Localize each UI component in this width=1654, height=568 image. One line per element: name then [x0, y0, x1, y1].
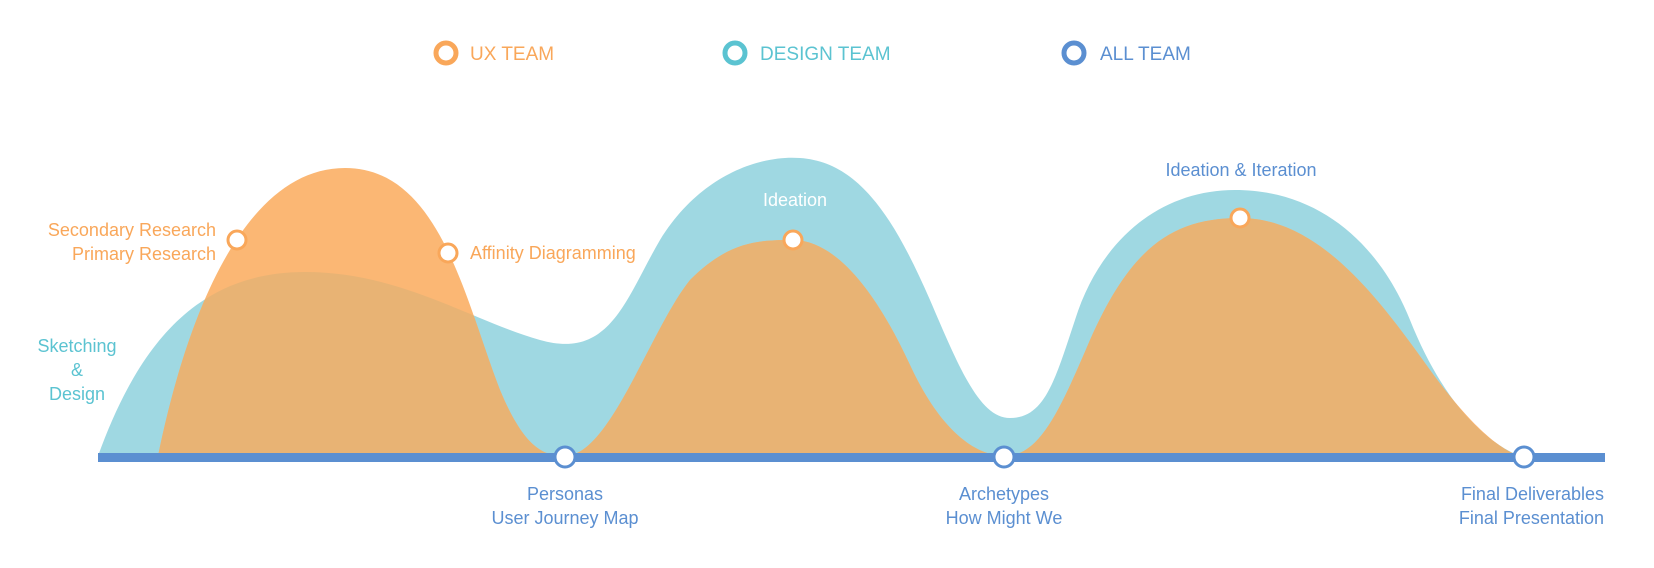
legend-item-all[interactable]: ALL TEAM	[1061, 40, 1191, 66]
design-team-marker-icon	[722, 40, 748, 66]
label-ideation: Ideation	[763, 190, 827, 210]
ideation-iteration-marker-icon[interactable]	[1229, 207, 1251, 229]
milestone-marker-icon[interactable]	[553, 445, 577, 469]
milestone-3-line1: Final Deliverables	[1461, 484, 1604, 504]
milestone-2[interactable]: Archetypes How Might We	[946, 445, 1063, 528]
overlap-area	[158, 168, 1520, 456]
milestone-1-line1: Personas	[527, 484, 603, 504]
milestone-1-line2: User Journey Map	[491, 508, 638, 528]
legend: UX TEAM DESIGN TEAM ALL TEAM	[433, 40, 1191, 66]
label-design: Design	[49, 384, 105, 404]
legend-label-all: ALL TEAM	[1100, 44, 1191, 65]
timeline-baseline	[98, 453, 1605, 462]
research-marker-icon[interactable]	[226, 229, 248, 251]
label-sketching: Sketching	[37, 336, 116, 356]
legend-label-design: DESIGN TEAM	[760, 44, 891, 65]
label-primary-research: Primary Research	[72, 244, 216, 264]
milestone-2-line1: Archetypes	[959, 484, 1049, 504]
label-secondary-research: Secondary Research	[48, 220, 216, 240]
ideation-marker-icon[interactable]	[782, 229, 804, 251]
milestone-3[interactable]: Final Deliverables Final Presentation	[1459, 445, 1604, 528]
milestone-marker-icon[interactable]	[1512, 445, 1536, 469]
label-sketching-amp: &	[71, 360, 83, 380]
legend-item-design[interactable]: DESIGN TEAM	[722, 40, 891, 66]
legend-label-ux: UX TEAM	[470, 44, 554, 65]
legend-item-ux[interactable]: UX TEAM	[433, 40, 554, 66]
all-team-marker-icon	[1061, 40, 1087, 66]
affinity-marker-icon[interactable]	[437, 242, 459, 264]
milestone-marker-icon[interactable]	[992, 445, 1016, 469]
milestone-2-line2: How Might We	[946, 508, 1063, 528]
label-affinity-diagramming: Affinity Diagramming	[470, 243, 636, 263]
ux-team-marker-icon	[433, 40, 459, 66]
milestone-3-line2: Final Presentation	[1459, 508, 1604, 528]
label-ideation-iteration: Ideation & Iteration	[1165, 160, 1316, 180]
milestone-1[interactable]: Personas User Journey Map	[491, 445, 639, 528]
